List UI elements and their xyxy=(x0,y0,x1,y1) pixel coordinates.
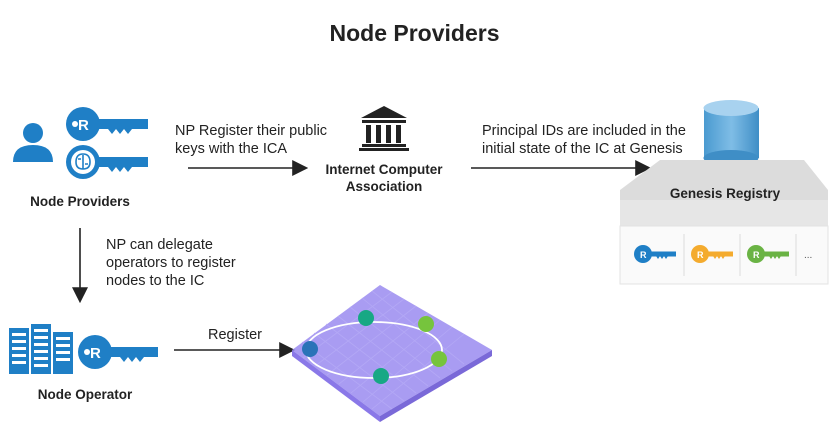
node-dot xyxy=(418,316,434,332)
key-letter: R xyxy=(78,117,89,134)
delegate-text: NP can delegate operators to register no… xyxy=(106,237,236,289)
operator-key-letter: R xyxy=(90,345,101,362)
key-icon-brain xyxy=(66,145,148,179)
registry-key-letter: R xyxy=(640,250,647,260)
registry-key-letter: R xyxy=(753,250,760,260)
building-icon xyxy=(359,106,409,151)
key-icon-r xyxy=(66,107,148,141)
database-icon xyxy=(703,100,759,166)
node-providers-label: Node Providers xyxy=(30,194,130,209)
registry-key-letter: R xyxy=(697,250,704,260)
node-dot xyxy=(302,341,318,357)
genesis-registry-tray xyxy=(619,160,829,285)
person-icon xyxy=(13,123,53,162)
np-register-text: NP Register their public keys with the I… xyxy=(175,123,328,157)
node-operator-label: Node Operator xyxy=(37,387,133,402)
registry-key-blue-icon xyxy=(634,245,676,263)
genesis-registry-label: Genesis Registry xyxy=(669,186,781,201)
ic-network-grid xyxy=(292,285,492,422)
node-dot xyxy=(373,368,389,384)
ica-label: Internet Computer Association xyxy=(325,162,443,194)
principal-ids-text: Principal IDs are included in the initia… xyxy=(482,123,686,157)
node-dot xyxy=(358,310,374,326)
operator-key-icon xyxy=(78,335,158,369)
server-icon xyxy=(9,324,73,374)
registry-ellipsis: ... xyxy=(804,250,812,261)
registry-key-green-icon xyxy=(747,245,789,263)
node-dot xyxy=(431,351,447,367)
page-title: Node Providers xyxy=(329,20,500,46)
register-label: Register xyxy=(208,327,262,343)
registry-key-yellow-icon xyxy=(691,245,733,263)
